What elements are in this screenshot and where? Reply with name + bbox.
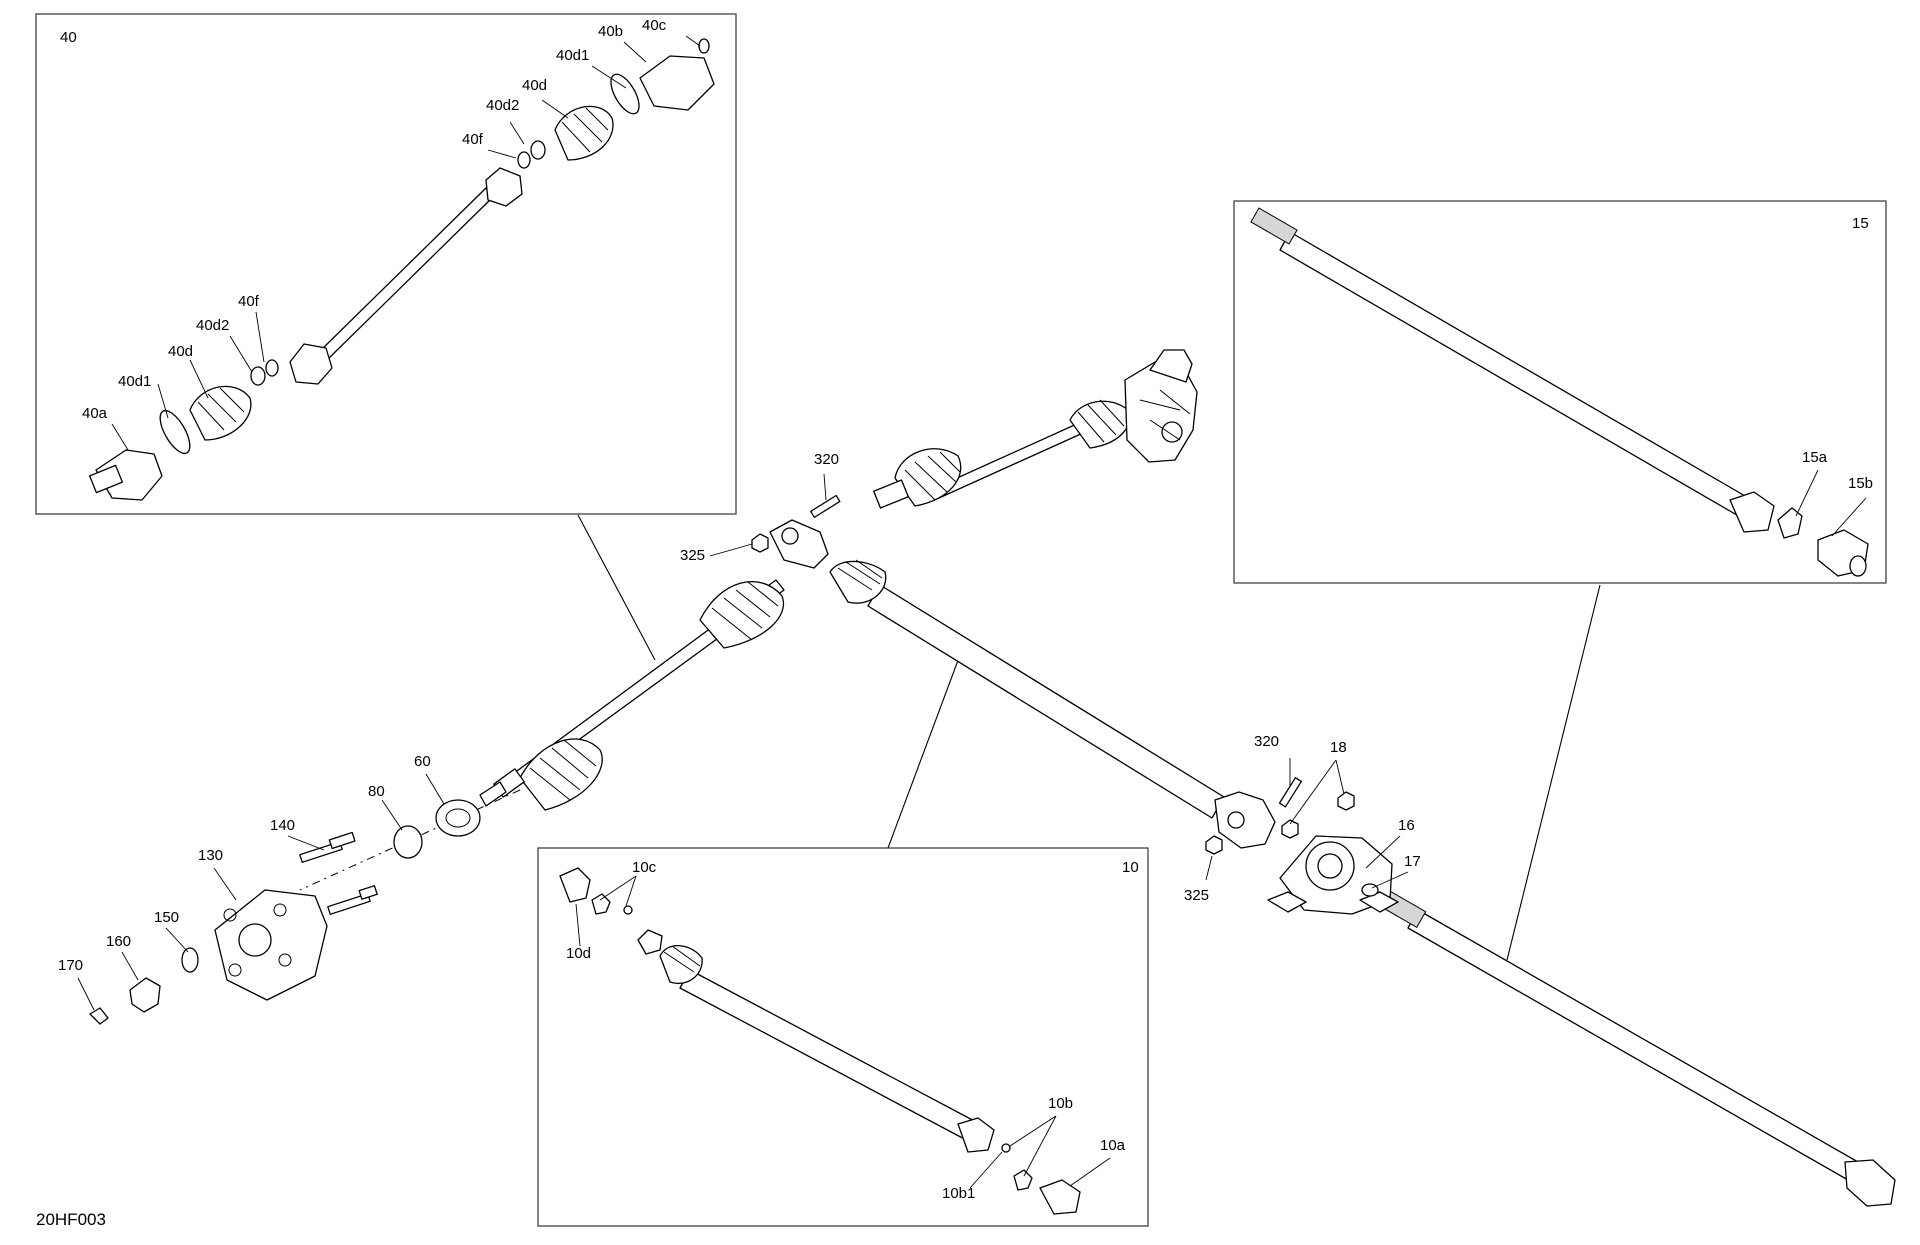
box-label-40: 40 [60, 29, 77, 46]
callout-40c: 40c [642, 17, 667, 34]
box-label-10: 10 [1122, 859, 1139, 876]
callout-40d1-top: 40d1 [556, 47, 589, 64]
callout-40d2-top: 40d2 [486, 97, 519, 114]
callout-10d: 10d [566, 945, 591, 962]
callout-10c: 10c [632, 859, 657, 876]
callout-15a: 15a [1802, 449, 1828, 466]
callout-40f-top: 40f [462, 131, 484, 148]
callout-320-b: 320 [1254, 733, 1279, 750]
inset-box-10 [537, 847, 1149, 1227]
callout-40a: 40a [82, 405, 108, 422]
callout-40d-top: 40d [522, 77, 547, 94]
callout-10a: 10a [1100, 1137, 1126, 1154]
front-drive-shaft [479, 579, 785, 811]
callout-40d-bot: 40d [168, 343, 193, 360]
propeller-shaft-rear [1379, 890, 1896, 1207]
callout-170: 170 [58, 957, 83, 974]
inset-box-15 [1233, 200, 1887, 584]
callout-320-a: 320 [814, 451, 839, 468]
front-differential-shaft [873, 349, 1198, 509]
callout-325-a: 325 [680, 547, 705, 564]
callout-10b: 10b [1048, 1095, 1073, 1112]
callout-17: 17 [1404, 853, 1421, 870]
callout-16: 16 [1398, 817, 1415, 834]
inset-connector-lines [577, 514, 1601, 961]
callout-160: 160 [106, 933, 131, 950]
wheel-hub-assembly [89, 789, 521, 1025]
callout-40d1-bot: 40d1 [118, 373, 151, 390]
callout-130: 130 [198, 847, 223, 864]
callout-18: 18 [1330, 739, 1347, 756]
propeller-shaft-front [769, 519, 1276, 849]
callout-15b: 15b [1848, 475, 1873, 492]
center-bearing [1267, 835, 1399, 915]
callout-140: 140 [270, 817, 295, 834]
diagram-code: 20HF003 [36, 1210, 106, 1229]
leader-lines [77, 35, 1867, 1189]
inset-box-40 [35, 13, 737, 515]
callout-40b: 40b [598, 23, 623, 40]
callout-40f-bot: 40f [238, 293, 260, 310]
callout-150: 150 [154, 909, 179, 926]
box-label-15: 15 [1852, 215, 1869, 232]
callout-325-b: 325 [1184, 887, 1209, 904]
callout-40d2-bot: 40d2 [196, 317, 229, 334]
callout-60: 60 [414, 753, 431, 770]
callout-labels: 40 15 10 40c 40b 40d1 40d 40d2 40f 40f 4… [36, 17, 1873, 1229]
callout-10b1: 10b1 [942, 1185, 975, 1202]
callout-80: 80 [368, 783, 385, 800]
fasteners-main [751, 494, 1379, 897]
